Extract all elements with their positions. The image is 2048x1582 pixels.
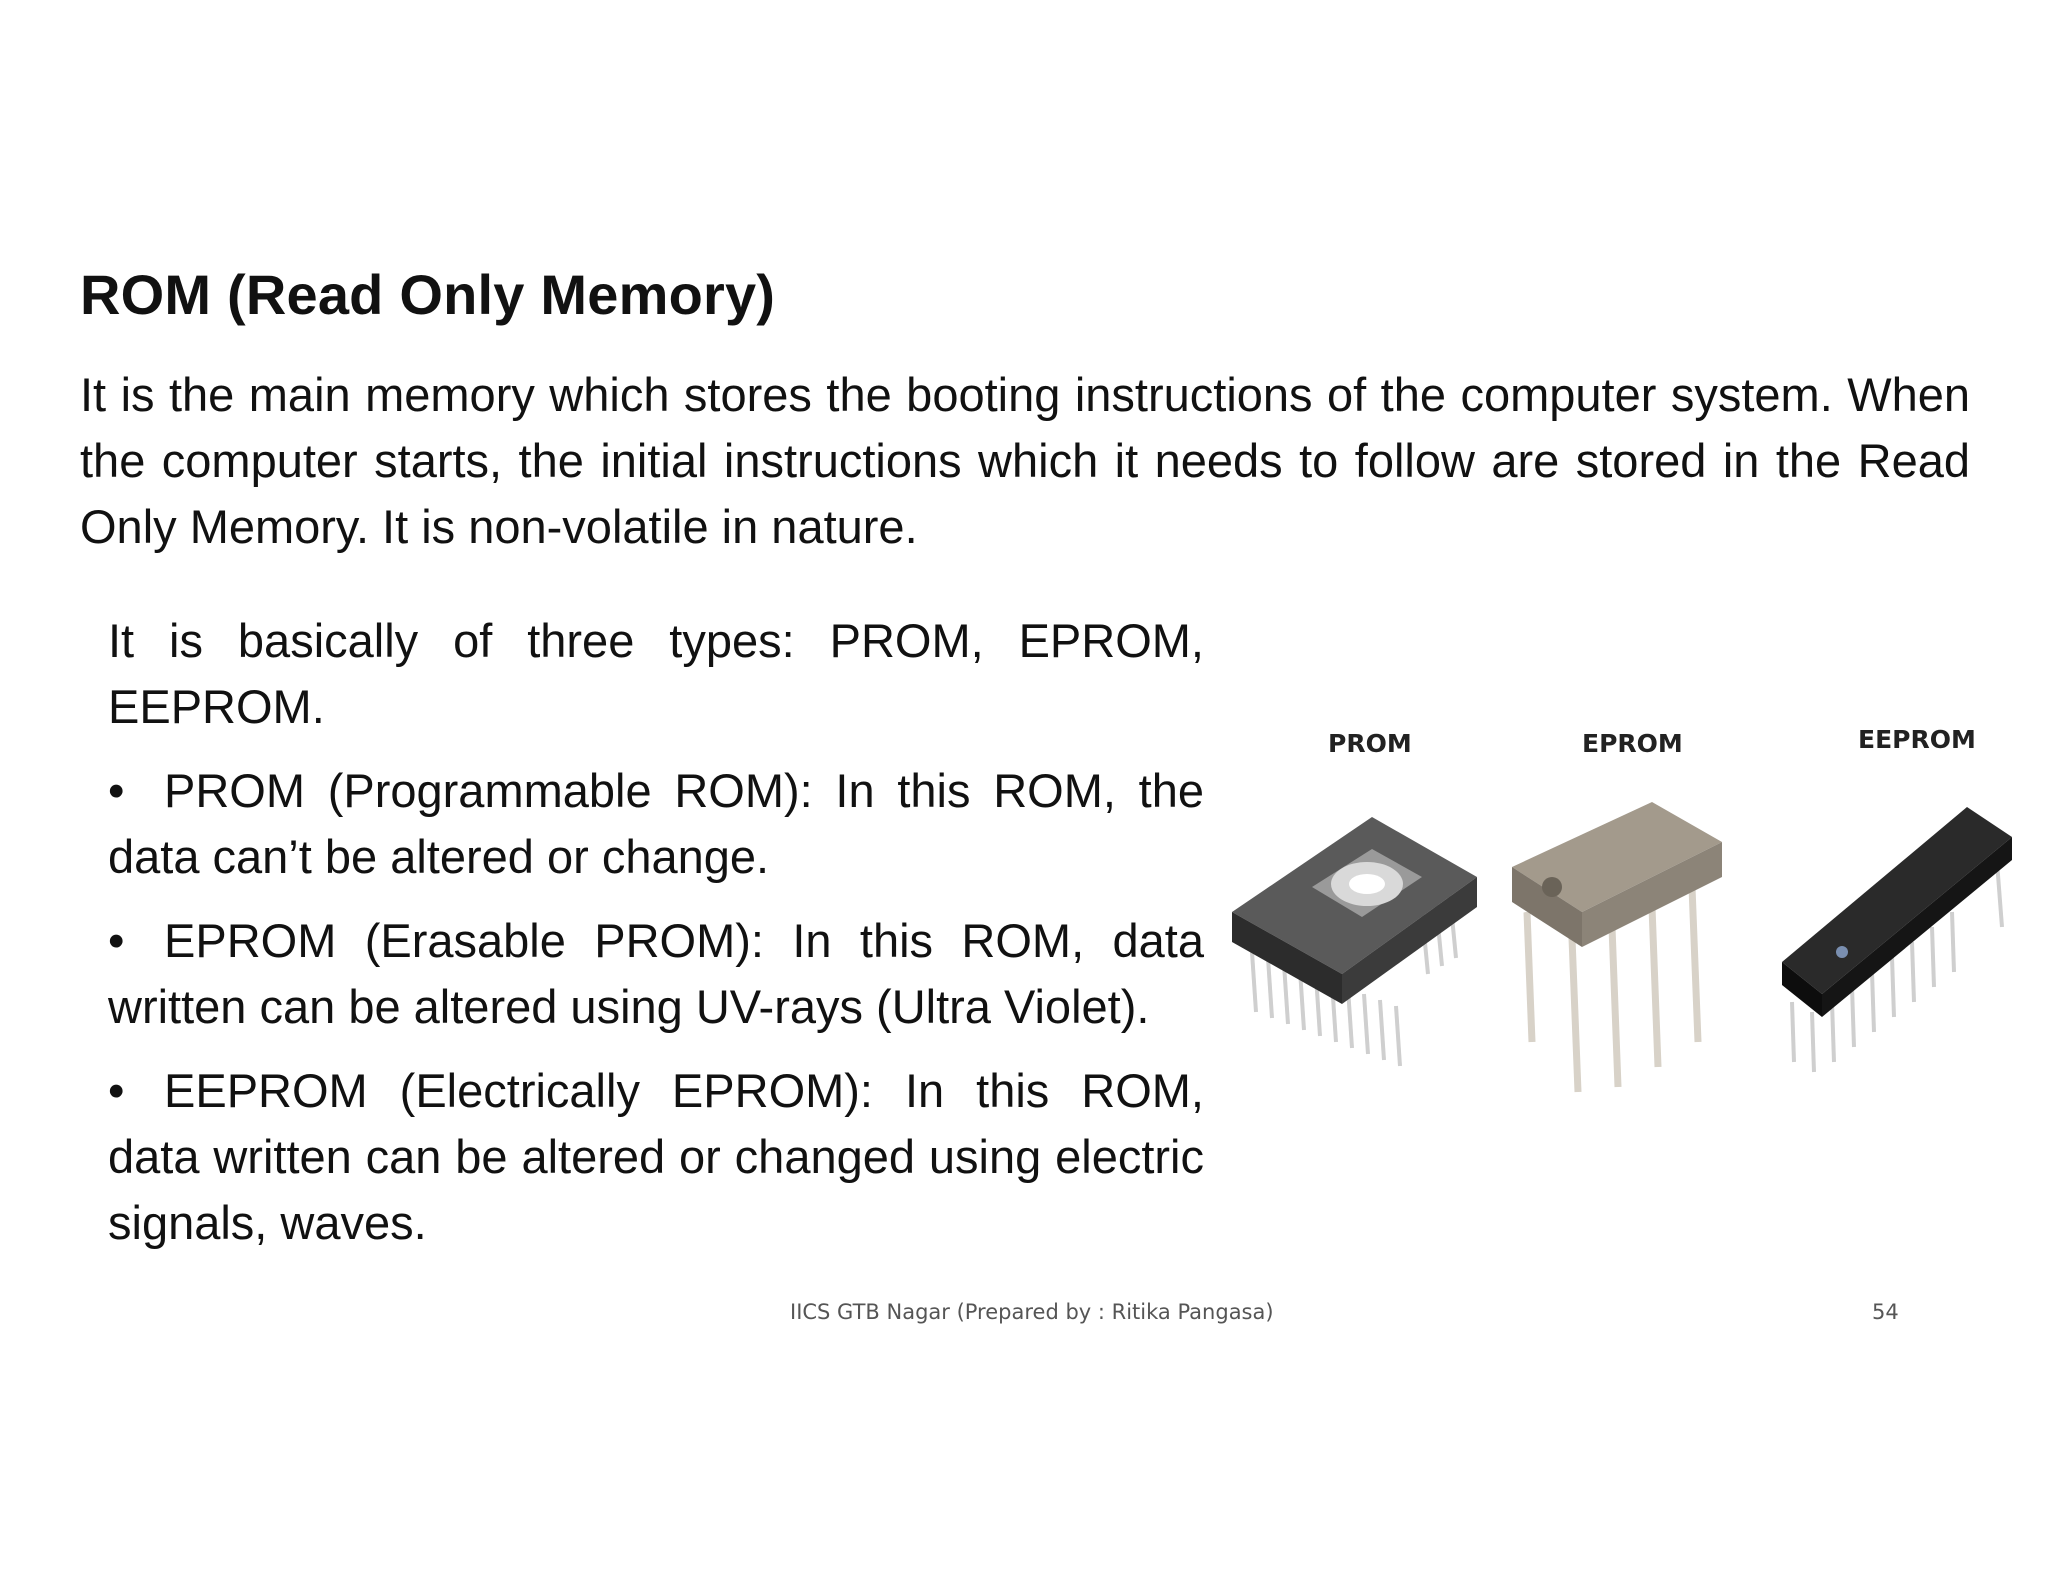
intro-paragraph: It is the main memory which stores the b…	[80, 368, 1970, 553]
eeprom-chip-icon	[1782, 807, 2012, 1073]
eprom-label: EPROM	[1582, 729, 1683, 758]
rom-chips-image: PROM EPROM EEPROM	[1232, 725, 2012, 1093]
bullet-prom-text: PROM (Programmable ROM): In this ROM, th…	[108, 764, 1204, 883]
bullet-prom: •PROM (Programmable ROM): In this ROM, t…	[108, 758, 1204, 890]
prom-chip-icon	[1232, 817, 1477, 1067]
bullet-eeprom-text: EEPROM (Electrically EPROM): In this ROM…	[108, 1064, 1204, 1249]
eeprom-label: EEPROM	[1858, 725, 1976, 754]
bullet-mark: •	[108, 914, 125, 967]
prom-label: PROM	[1328, 729, 1412, 758]
bullet-eprom: •EPROM (Erasable PROM): In this ROM, dat…	[108, 908, 1204, 1040]
eprom-chip-icon	[1512, 802, 1722, 1093]
page-number: 54	[1872, 1300, 1899, 1324]
bullet-eprom-text: EPROM (Erasable PROM): In this ROM, data…	[108, 914, 1204, 1033]
bullet-mark: •	[108, 764, 125, 817]
slide-title: ROM (Read Only Memory)	[80, 263, 776, 326]
bullet-mark: •	[108, 1064, 125, 1117]
rom-types-list: It is basically of three types: PROM, EP…	[108, 608, 1204, 1274]
types-intro: It is basically of three types: PROM, EP…	[108, 614, 1204, 733]
footer-credit: IICS GTB Nagar (Prepared by : Ritika Pan…	[790, 1300, 1274, 1324]
bullet-eeprom: •EEPROM (Electrically EPROM): In this RO…	[108, 1058, 1204, 1256]
